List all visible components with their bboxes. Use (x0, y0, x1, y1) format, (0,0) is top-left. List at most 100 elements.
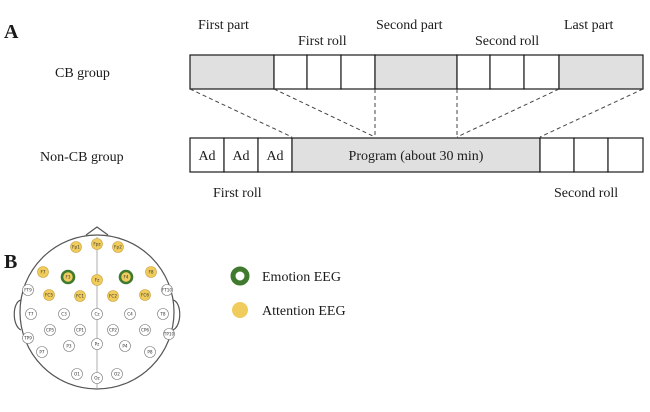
electrode-fpz: Fpz (91, 238, 103, 250)
electrode-p4-marker (119, 340, 131, 352)
electrode-fc2-marker (107, 290, 119, 302)
electrode-oz: Oz (91, 372, 103, 384)
electrode-o1: O1 (71, 368, 83, 380)
electrode-fp1: Fp1 (70, 241, 82, 253)
electrode-cz-marker (91, 308, 103, 320)
electrode-t7-label: T7 (27, 312, 34, 317)
electrode-f3-label: F3 (65, 275, 70, 280)
electrode-tp9: TP9 (22, 332, 34, 344)
label-second-part: Second part (376, 18, 443, 33)
cb-second-roll-ad-3 (523, 54, 560, 90)
electrode-fpz-label: Fpz (93, 242, 101, 247)
electrode-fz: Fz (91, 274, 103, 286)
non-cb-group-timeline: Ad Ad Ad Program (about 30 min) (189, 137, 644, 173)
electrode-f7-marker (37, 266, 49, 278)
label-second-roll-bottom: Second roll (554, 186, 618, 201)
electrode-f8-label: F8 (148, 270, 153, 275)
electrode-t7-marker (25, 308, 37, 320)
electrode-c3: C3 (58, 308, 70, 320)
electrode-c3-marker (58, 308, 70, 320)
electrode-pz-label: Pz (95, 342, 101, 347)
cb-first-roll-ad-3 (340, 54, 376, 90)
electrode-fp1-label: Fp1 (72, 245, 80, 250)
eeg-legend: Emotion EEG Attention EEG (230, 266, 346, 319)
label-cb-group: CB group (55, 66, 110, 81)
electrode-fc5-label: FC5 (45, 293, 53, 298)
electrode-p7: P7 (36, 346, 48, 358)
electrode-p3-label: P3 (66, 344, 72, 349)
electrode-f7: F7 (37, 266, 49, 278)
electrode-p8-label: P8 (147, 350, 153, 355)
electrode-c3-label: C3 (61, 312, 67, 317)
electrode-cp1-label: CP1 (76, 328, 84, 333)
electrode-tp10-label: TP10 (163, 332, 175, 337)
electrode-p3: P3 (63, 340, 75, 352)
electrode-cp2: CP2 (107, 324, 119, 336)
electrode-cp6-marker (139, 324, 151, 336)
electrode-fc1: FC1 (74, 290, 86, 302)
nose-icon (85, 226, 109, 236)
electrode-fc5: FC5 (43, 289, 55, 301)
cb-first-roll-ad-1 (273, 54, 308, 90)
electrode-cp1-marker (74, 324, 86, 336)
non-cb-ad-3-label: Ad (266, 149, 283, 164)
electrode-p4: P4 (119, 340, 131, 352)
non-cb-second-roll-ad-1 (539, 137, 575, 173)
electrode-cp5-label: CP5 (46, 328, 54, 333)
electrode-p3-marker (63, 340, 75, 352)
electrode-f3: F3 (60, 269, 76, 285)
electrode-c4-label: C4 (127, 312, 133, 317)
electrode-p8: P8 (144, 346, 156, 358)
electrode-tp9-marker (22, 332, 34, 344)
electrode-ft10: FT10 (161, 284, 173, 296)
electrode-tp9-label: TP9 (23, 336, 32, 341)
non-cb-ad-2-label: Ad (232, 149, 249, 164)
non-cb-second-roll-ad-3 (607, 137, 644, 173)
electrode-o2: O2 (111, 368, 123, 380)
cb-last-part-segment (558, 54, 644, 90)
electrode-fc6-marker (139, 289, 151, 301)
electrode-c4-marker (124, 308, 136, 320)
electrode-t8-label: T8 (159, 312, 166, 317)
electrode-cp5-marker (44, 324, 56, 336)
non-cb-second-roll-ad-2 (573, 137, 609, 173)
electrode-ft10-marker (161, 284, 173, 296)
electrode-p7-marker (36, 346, 48, 358)
label-first-roll-bottom: First roll (213, 186, 262, 201)
dashed-connectors (189, 88, 644, 138)
electrode-ft9-label: FT9 (24, 288, 32, 293)
electrode-cp2-label: CP2 (109, 328, 117, 333)
electrode-p7-label: P7 (39, 350, 45, 355)
electrode-tp10-marker (163, 328, 175, 340)
electrode-f3-marker (60, 269, 76, 285)
electrode-o1-marker (71, 368, 83, 380)
label-non-cb-group: Non-CB group (40, 150, 124, 165)
cb-second-roll-ad-2 (489, 54, 525, 90)
cb-group-timeline (189, 54, 644, 90)
label-first-part: First part (198, 18, 249, 33)
electrode-c4: C4 (124, 308, 136, 320)
electrode-cp5: CP5 (44, 324, 56, 336)
emotion-eeg-legend-label: Emotion EEG (262, 270, 341, 285)
electrode-oz-label: Oz (94, 376, 100, 381)
electrode-pz: Pz (91, 338, 103, 350)
non-cb-ad-1 (189, 137, 225, 173)
electrode-t7: T7 (25, 308, 37, 320)
connector-5 (456, 88, 560, 138)
electrode-oz-marker (91, 372, 103, 384)
cb-first-part-segment (189, 54, 275, 90)
electrode-fc2: FC2 (107, 290, 119, 302)
electrode-cp6: CP6 (139, 324, 151, 336)
electrode-fpz-marker (91, 238, 103, 250)
electrode-f4-marker (118, 269, 134, 285)
non-cb-ad-1-label: Ad (198, 149, 215, 164)
electrode-fc6: FC6 (139, 289, 151, 301)
electrode-o2-marker (111, 368, 123, 380)
electrode-pz-marker (91, 338, 103, 350)
electrode-ft10-label: FT10 (162, 288, 173, 293)
emotion-eeg-legend-icon (230, 266, 250, 286)
connector-2 (273, 88, 376, 138)
electrode-f7-label: F7 (40, 270, 45, 275)
